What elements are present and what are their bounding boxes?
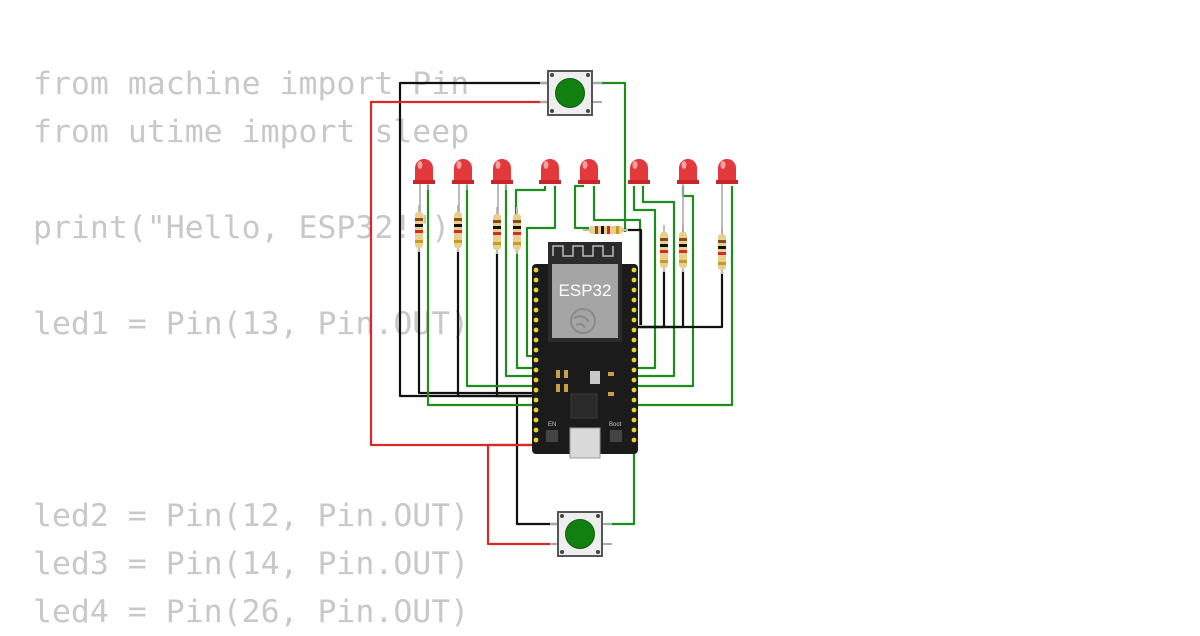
resistor-icon[interactable] [415, 205, 423, 252]
led-icon[interactable] [413, 159, 435, 212]
header-pins-left [533, 267, 539, 443]
wire-green[interactable] [465, 185, 532, 388]
antenna-trace [552, 245, 614, 257]
wire-red[interactable] [369, 100, 548, 447]
wire-green[interactable] [514, 186, 547, 215]
wire-green[interactable] [605, 438, 636, 526]
resistor-icon[interactable] [454, 205, 462, 252]
resistor-icon[interactable] [583, 226, 628, 234]
code-editor[interactable]: from machine import Pin from utime import… [33, 60, 469, 636]
resistor-icon[interactable] [660, 225, 668, 272]
code-line: led4 = Pin(26, Pin.OUT) [33, 594, 470, 630]
wire-green[interactable] [636, 186, 734, 407]
led-icon[interactable] [491, 159, 513, 214]
wire-green[interactable] [632, 186, 657, 370]
wire-green[interactable] [515, 250, 532, 370]
board-label: ESP32 [559, 281, 612, 300]
led-icon[interactable] [716, 159, 738, 234]
code-line: led3 = Pin(14, Pin.OUT) [33, 546, 470, 582]
wire-green[interactable] [636, 186, 676, 378]
header-pins-right [631, 267, 637, 443]
resistor-icon[interactable] [718, 227, 726, 274]
push-button-icon[interactable] [550, 511, 612, 557]
resistor-icon[interactable] [493, 207, 501, 254]
code-line: from utime import sleep [33, 114, 470, 150]
code-line: from machine import Pin [33, 66, 470, 102]
led-icon[interactable] [628, 159, 650, 184]
led-icon[interactable] [578, 159, 600, 184]
micro-usb-port[interactable] [569, 427, 601, 459]
wire-black[interactable] [456, 250, 532, 398]
crystal [590, 371, 600, 384]
wire-black[interactable] [636, 272, 724, 329]
code-line: led2 = Pin(12, Pin.OUT) [33, 498, 470, 534]
wire-green[interactable] [573, 184, 589, 230]
boot-button[interactable] [610, 430, 622, 442]
led-icon[interactable] [539, 159, 561, 184]
boot-button-label: Boot [609, 422, 622, 428]
wire-green[interactable] [594, 81, 627, 232]
espressif-logo-icon [570, 308, 596, 334]
wire-green[interactable] [525, 186, 557, 358]
wire-green[interactable] [426, 185, 532, 407]
wire-black[interactable] [417, 250, 532, 395]
wire-black[interactable] [636, 270, 685, 329]
wires [369, 81, 734, 546]
wire-green[interactable] [504, 185, 532, 378]
en-button[interactable] [546, 430, 558, 442]
esp32-board[interactable]: ESP32 EN Boot [532, 242, 638, 459]
rf-shield [552, 264, 618, 338]
resistor-icon[interactable] [513, 207, 521, 254]
wire-black[interactable] [623, 228, 643, 325]
resistors [415, 205, 726, 274]
led-icon[interactable] [452, 159, 474, 212]
wire-red[interactable] [486, 443, 560, 546]
resistor-icon[interactable] [679, 225, 687, 272]
push-button-icon[interactable] [540, 70, 602, 116]
wire-black[interactable] [515, 396, 560, 526]
usb-chip [570, 393, 598, 419]
code-line: led1 = Pin(13, Pin.OUT) [33, 306, 470, 342]
led-icon[interactable] [677, 159, 699, 232]
code-line: print("Hello, ESP32!") [33, 210, 451, 246]
leds [413, 159, 738, 234]
en-button-label: EN [548, 422, 556, 428]
wire-black[interactable] [495, 252, 532, 398]
